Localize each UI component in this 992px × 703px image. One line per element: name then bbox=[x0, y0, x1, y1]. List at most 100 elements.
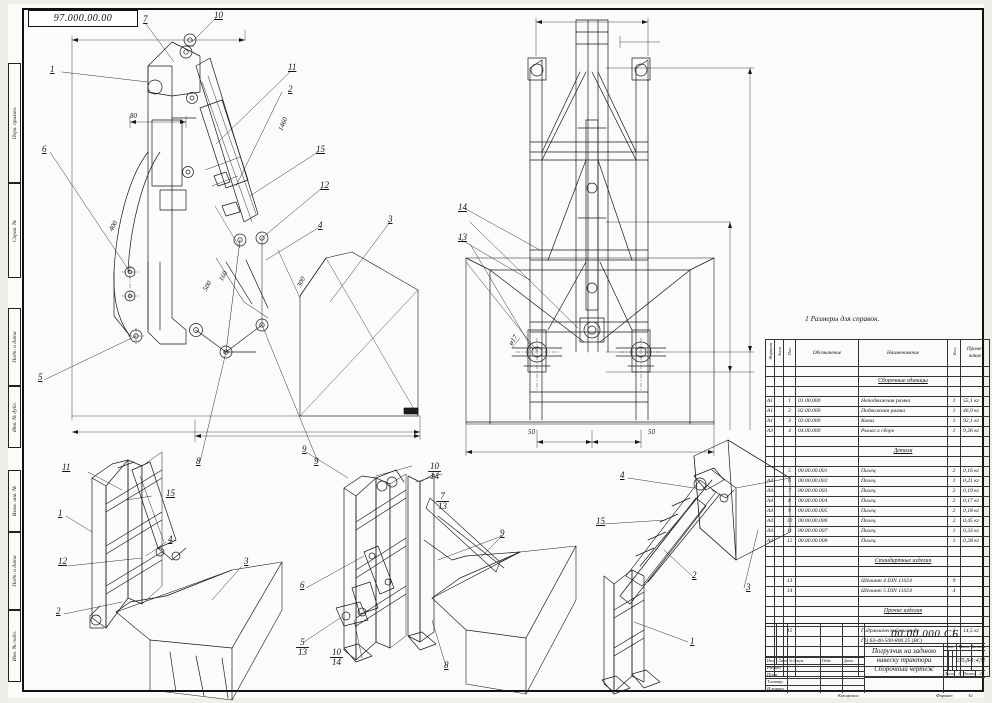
spec-cell-name: Неподвижная рамка bbox=[858, 396, 948, 407]
balloon-15-isoright: 15 bbox=[596, 516, 605, 526]
spec-cell-format: A4 bbox=[765, 516, 775, 527]
balloon-11-side: 11 bbox=[288, 62, 297, 72]
title-block: 00.00.000 СБ Изм. Лист № докум. Подп. Да… bbox=[765, 623, 985, 693]
spec-cell-zone bbox=[774, 406, 784, 417]
tb-product-name-line2: навеску трактора bbox=[876, 656, 932, 664]
spec-cell-designation: 03.00.000 bbox=[795, 416, 859, 427]
spec-blank-row bbox=[765, 596, 990, 607]
spec-empty-cell bbox=[960, 566, 990, 577]
tb-masshtab-header: Масштаб bbox=[972, 644, 985, 651]
spec-empty-cell bbox=[765, 386, 775, 397]
spec-empty-cell bbox=[783, 606, 796, 617]
spec-col-qty-label: Кол. bbox=[951, 347, 957, 356]
spec-cell-note: 55,1 кг bbox=[960, 396, 990, 407]
spec-empty-cell bbox=[774, 386, 784, 397]
balloon-num-14b: 14 bbox=[332, 657, 341, 667]
spec-section-row: Стандартные изделия bbox=[765, 556, 990, 567]
spec-cell-format: A1 bbox=[765, 396, 775, 407]
spec-cell-poz: 12 bbox=[783, 536, 796, 547]
spec-cell-qty: 2 bbox=[947, 506, 961, 517]
spec-empty-cell bbox=[774, 556, 784, 567]
tb-role-prov: Пров. bbox=[766, 672, 788, 679]
spec-cell-poz: 14 bbox=[783, 586, 796, 597]
tb-role-tkontr-label: Т.контр. bbox=[767, 679, 784, 684]
tb-rev-grid-3 bbox=[788, 624, 821, 658]
spec-cell-note bbox=[960, 586, 990, 597]
spec-empty-cell bbox=[774, 446, 784, 457]
spec-empty-cell bbox=[960, 366, 990, 377]
balloon-num-10b: 10 bbox=[330, 647, 343, 658]
spec-col-format: Формат bbox=[765, 339, 775, 367]
spec-cell-qty: 1 bbox=[947, 396, 961, 407]
balloon-8-side: 8 bbox=[196, 456, 201, 466]
sheet-note: 1 Размеры для справок. bbox=[805, 314, 880, 323]
tb-masshtab-value: 1:4,99 bbox=[972, 657, 985, 664]
tb-masshtab-label: Масштаб bbox=[972, 644, 985, 649]
spec-cell-zone bbox=[774, 526, 784, 537]
spec-empty-cell bbox=[774, 566, 784, 577]
balloon-num-13: 13 bbox=[438, 501, 447, 511]
spec-cell-qty: 2 bbox=[947, 466, 961, 477]
balloon-num-5: 5 bbox=[296, 638, 309, 648]
spec-empty-cell bbox=[783, 456, 796, 467]
spec-cell-note: 0,16 кг bbox=[960, 466, 990, 477]
spec-cell-designation: 00.00.00.006 bbox=[795, 516, 859, 527]
spec-blank-row bbox=[765, 546, 990, 557]
spec-cell-zone bbox=[774, 416, 784, 427]
spec-empty-cell bbox=[774, 606, 784, 617]
balloon-9-side: 9 bbox=[314, 456, 319, 466]
tb-col-doc-label: № докум. bbox=[789, 659, 805, 663]
tb-col-list-label: Лист bbox=[778, 659, 787, 663]
spec-empty-cell bbox=[774, 456, 784, 467]
spec-cell-format: A4 bbox=[765, 496, 775, 507]
spec-cell-note: 92,1 кг bbox=[960, 416, 990, 427]
spec-empty-cell bbox=[947, 566, 961, 577]
tb-lit-cell-1 bbox=[944, 651, 949, 671]
spec-cell-name: Палец bbox=[858, 536, 948, 547]
tb-listov-value: 2 bbox=[979, 671, 982, 676]
spec-cell-designation: 00.00.00.007 bbox=[795, 526, 859, 537]
tb-designation: 00.00.000 СБ bbox=[891, 627, 959, 640]
balloon-1-side: 1 bbox=[50, 64, 55, 74]
spec-col-designation: Обозначение bbox=[795, 339, 859, 367]
spec-cell-qty: 2 bbox=[947, 496, 961, 507]
spec-cell-zone bbox=[774, 536, 784, 547]
spec-empty-cell bbox=[783, 556, 796, 567]
tb-rev-grid-5 bbox=[843, 624, 865, 658]
spec-cell-designation bbox=[795, 586, 859, 597]
spec-empty-cell bbox=[960, 456, 990, 467]
spec-empty-cell bbox=[765, 556, 775, 567]
spec-cell-qty: 1 bbox=[947, 406, 961, 417]
spec-cell-qty: 9 bbox=[947, 576, 961, 587]
spec-cell-zone bbox=[774, 476, 784, 487]
balloon-2-isoright: 2 bbox=[692, 570, 697, 580]
spec-empty-cell bbox=[765, 606, 775, 617]
tb-product-name-line1: Погрузчик на заднюю bbox=[871, 647, 937, 655]
spec-section-title: Стандартные изделия bbox=[858, 556, 948, 567]
spec-empty-cell bbox=[783, 386, 796, 397]
spec-cell-format: A4 bbox=[765, 536, 775, 547]
spec-empty-cell bbox=[947, 556, 961, 567]
spec-cell-note: 0,19 кг bbox=[960, 486, 990, 497]
spec-empty-cell bbox=[795, 456, 859, 467]
spec-empty-cell bbox=[858, 366, 948, 377]
spec-col-name-label: Наименование bbox=[887, 349, 919, 356]
spec-cell-designation bbox=[795, 576, 859, 587]
tb-lit-cell-3 bbox=[953, 651, 957, 671]
tb-rev-grid-2 bbox=[777, 624, 788, 658]
spec-cell-format bbox=[765, 466, 775, 477]
tb-role-nkontr-date bbox=[843, 686, 865, 693]
spec-empty-cell bbox=[795, 386, 859, 397]
balloon-11-isoleft: 11 bbox=[62, 462, 71, 472]
spec-col-poz: Поз. bbox=[783, 339, 796, 367]
spec-cell-zone bbox=[774, 506, 784, 517]
balloon-2-side: 2 bbox=[288, 84, 293, 94]
